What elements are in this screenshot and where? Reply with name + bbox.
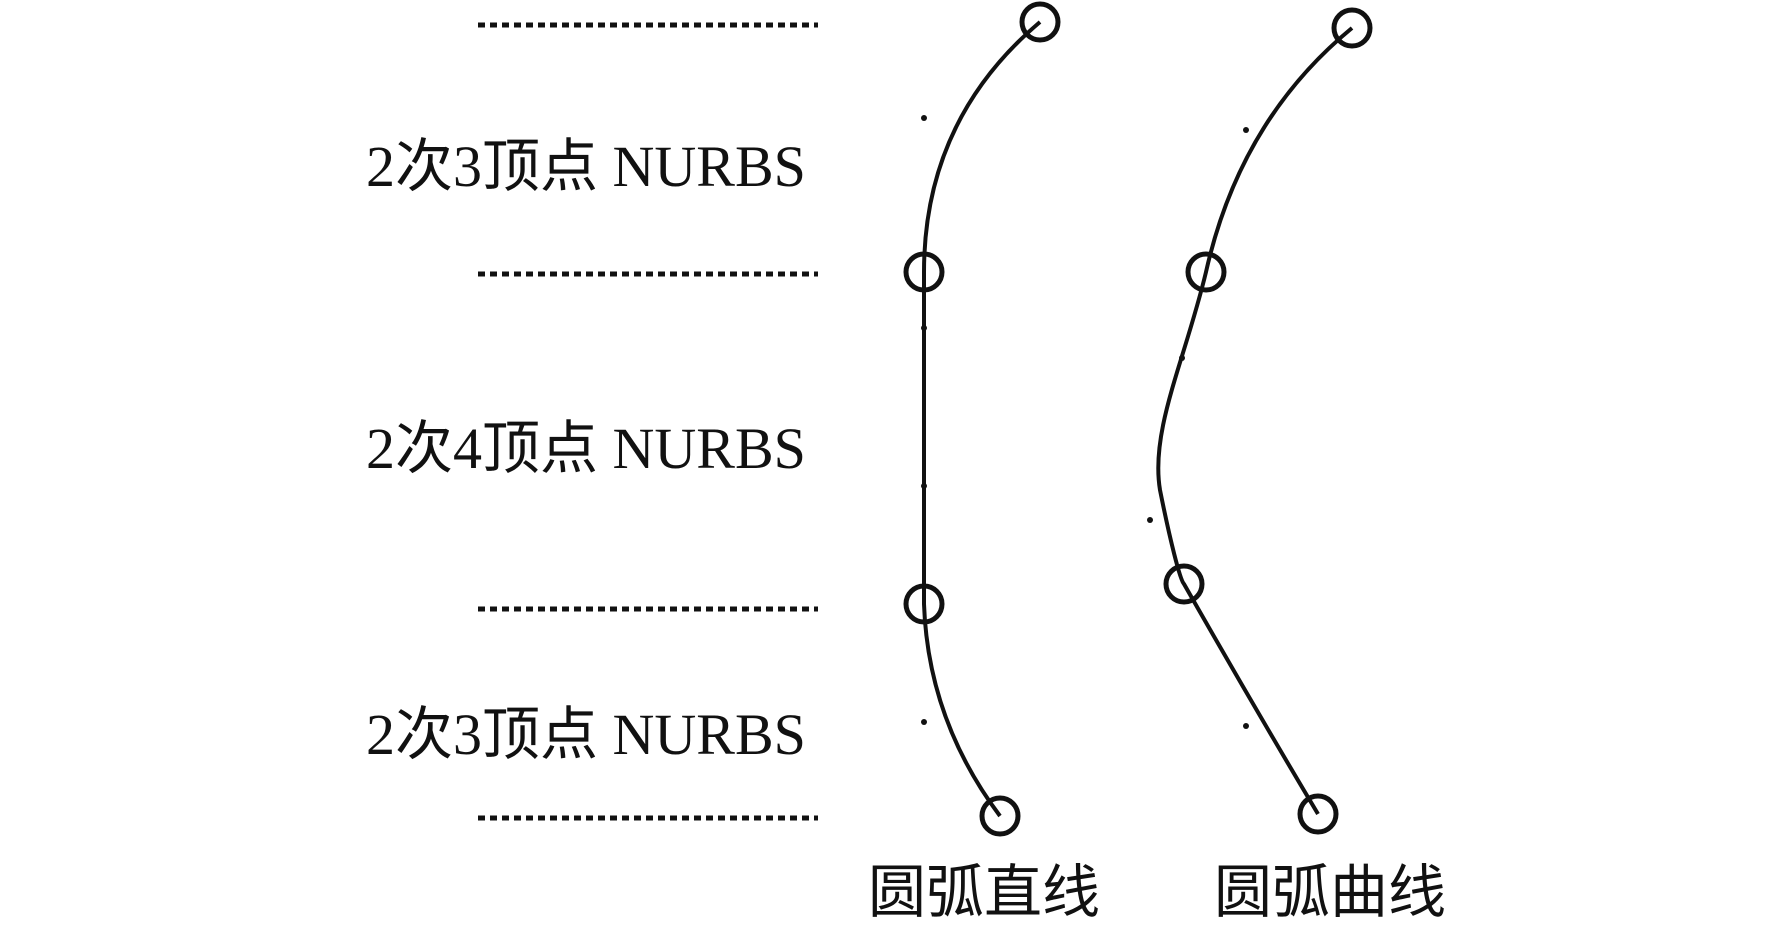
vertex-marker: [903, 583, 945, 625]
vertex-marker: [979, 795, 1021, 837]
vertex-marker: [903, 251, 945, 293]
segment-label-1: 2次3顶点 NURBS: [366, 134, 806, 199]
control-point: [1243, 723, 1249, 729]
curve-caption-1: 圆弧直线: [868, 860, 1101, 925]
curve-caption-2: 圆弧曲线: [1214, 860, 1447, 925]
control-point: [1147, 517, 1153, 523]
arc-line-curve-path: [922, 20, 1042, 818]
control-point: [1179, 355, 1185, 361]
separator-lines: [478, 22, 818, 821]
control-point: [1243, 127, 1249, 133]
vertex-marker: [1331, 7, 1373, 49]
control-point: [921, 719, 927, 725]
vertex-marker: [1163, 563, 1205, 605]
vertex-marker: [1297, 793, 1339, 835]
control-point: [921, 325, 927, 331]
control-point: [921, 115, 927, 121]
segment-label-2: 2次4顶点 NURBS: [366, 416, 806, 481]
vertex-marker: [1185, 251, 1227, 293]
vertex-marker: [1019, 1, 1061, 43]
arc-line-curve: [903, 1, 1061, 837]
arc-curve-curve-path: [1156, 26, 1354, 816]
arc-curve-curve: [1147, 7, 1373, 835]
control-point: [921, 483, 927, 489]
segment-label-3: 2次3顶点 NURBS: [366, 702, 806, 767]
